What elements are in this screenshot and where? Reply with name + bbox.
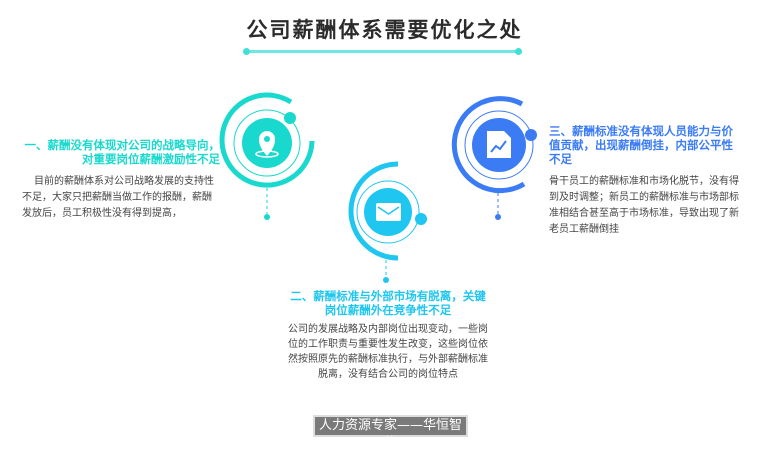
item-1-heading: 一、薪酬没有体现对公司的战略导向，对重要岗位薪酬激励性不足 <box>24 138 221 166</box>
title-underline <box>246 50 518 53</box>
trend-document-icon-group <box>451 96 537 220</box>
item-2-heading: 二、薪酬标准与外部市场有脱离，关键岗位薪酬外在竞争性不足 <box>290 289 486 317</box>
location-pin-icon <box>259 131 275 156</box>
trend-document-icon <box>487 131 511 158</box>
underline-dot <box>243 48 250 55</box>
item-3-body: 骨干员工的薪酬标准和市场化脱节，没有得到及时调整；新员工的薪酬标准与市场部标准相… <box>549 176 739 235</box>
footer-watermark: 人力资源专家——华恒智信 <box>313 415 468 451</box>
underline-dot <box>515 48 522 55</box>
item-1-body: 目前的薪酬体系对公司战略发展的支持性不足，大家只把薪酬当做工作的报酬，薪酬发放后… <box>22 176 214 219</box>
item-2-body: 公司的发展战略及内部岗位出现变动，一些岗位的工作职责与重要性发生改变，这些岗位依… <box>288 324 488 380</box>
location-pin-icon-group <box>219 92 315 220</box>
item-2: 二、薪酬标准与外部市场有脱离，关键岗位薪酬外在竞争性不足 公司的发展战略及内部岗… <box>288 289 488 382</box>
page-title: 公司薪酬体系需要优化之处 <box>246 18 523 42</box>
circle-graphics <box>219 92 537 283</box>
mail-icon-group <box>348 161 427 283</box>
item-3: 三、薪酬标准没有体现人员能力与价值贡献，出现薪酬倒挂，内部公平性不足 骨干员工的… <box>549 124 739 238</box>
mail-icon <box>376 203 401 221</box>
item-3-heading: 三、薪酬标准没有体现人员能力与价值贡献，出现薪酬倒挂，内部公平性不足 <box>549 124 733 166</box>
item-1: 一、薪酬没有体现对公司的战略导向，对重要岗位薪酬激励性不足 目前的薪酬体系对公司… <box>22 138 220 222</box>
